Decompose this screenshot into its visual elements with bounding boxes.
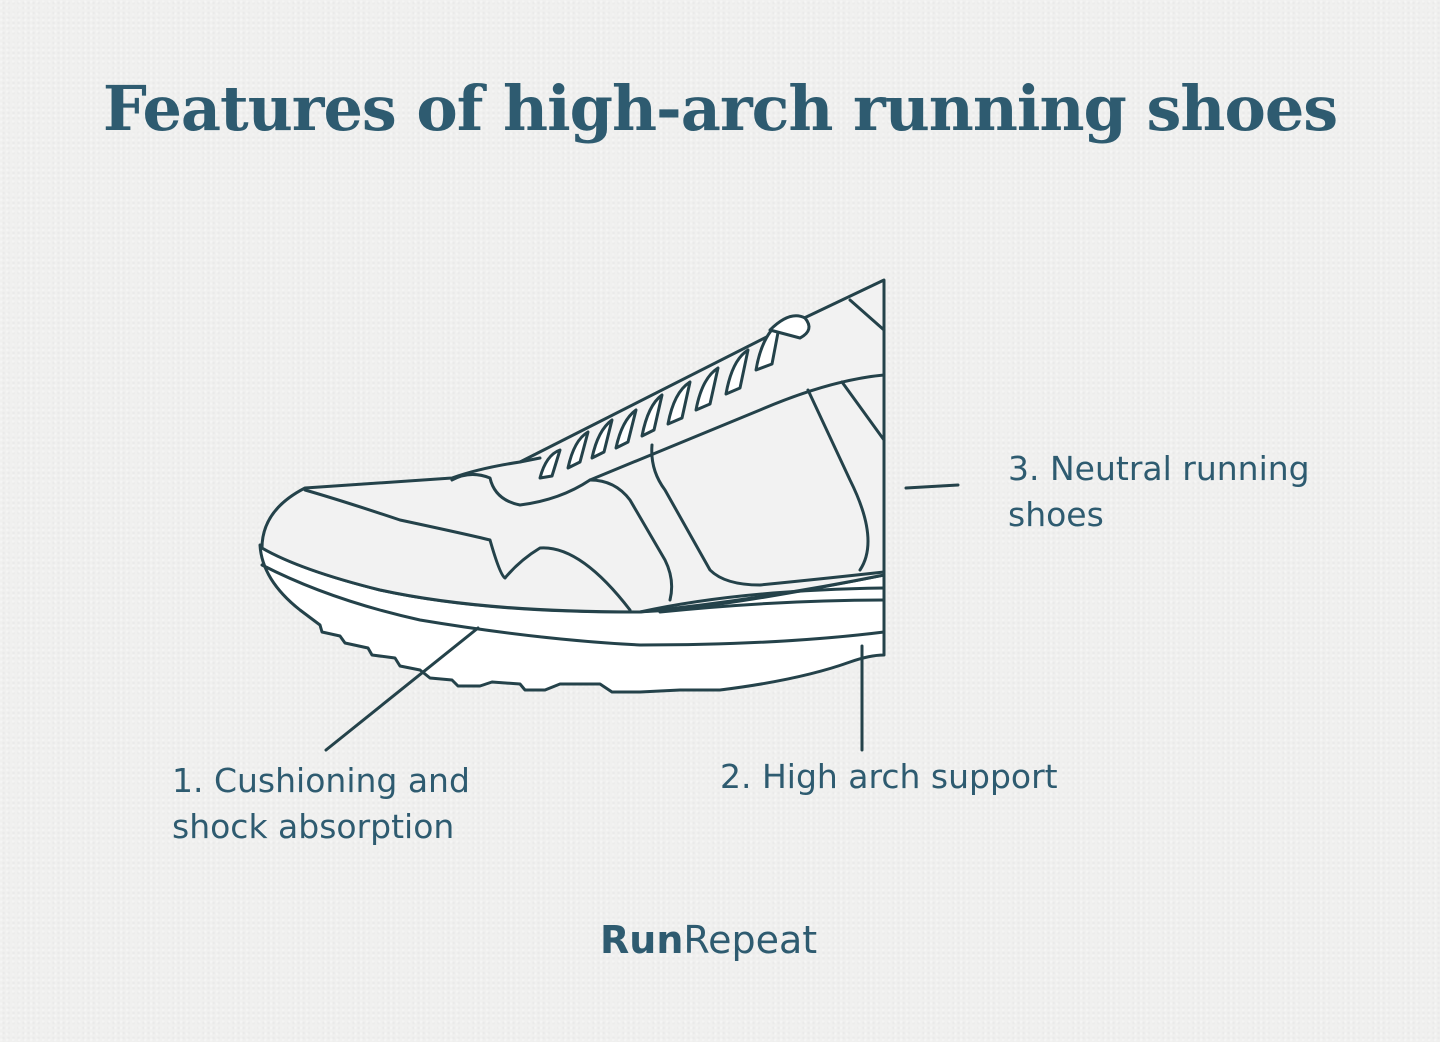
page-title: Features of high-arch running shoes [102,72,1338,145]
label-cushioning-line1: 1. Cushioning and [172,761,470,800]
label-cushioning-line2: shock absorption [172,807,455,846]
label-cushioning: 1. Cushioning and shock absorption [172,758,502,850]
leader-line-1 [324,626,480,752]
label-neutral-line2: shoes [1008,495,1104,534]
logo-run: Run [600,918,684,962]
label-high-arch-support: 2. High arch support [720,754,1100,800]
runrepeat-logo: RunRepeat [600,918,840,962]
leader-line-3 [904,483,960,490]
label-neutral-line1: 3. Neutral running [1008,449,1310,488]
label-neutral-running-shoes: 3. Neutral running shoes [1008,446,1338,538]
logo-repeat: Repeat [683,918,818,962]
label-high-arch-support-line1: 2. High arch support [720,757,1058,796]
upper [260,278,886,614]
